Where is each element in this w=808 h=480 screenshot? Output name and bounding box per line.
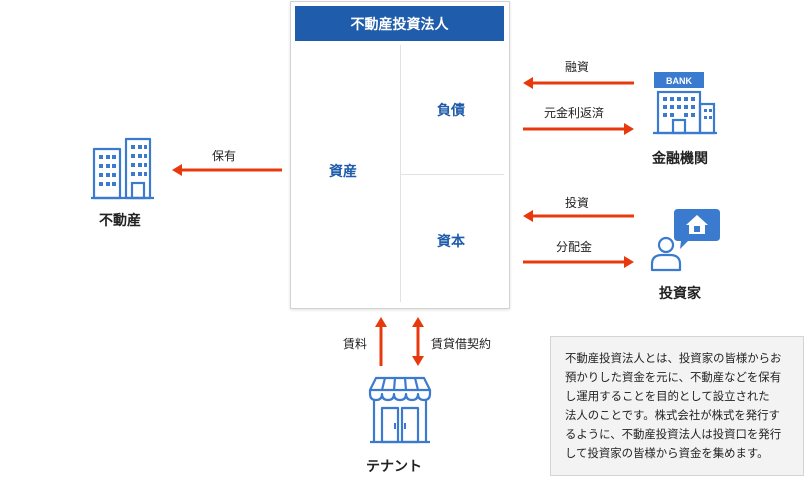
balance-sheet-divider-horizontal [401,174,504,175]
bank-building-icon: BANK [653,72,717,135]
real-estate-label: 不動産 [99,213,141,229]
note-line: して投資家の皆様から資金を集めます。 [565,446,769,460]
balance-sheet-divider-vertical [400,45,401,302]
rent-arrow [375,317,387,366]
investment-corporation-title: 不動産投資法人 [295,6,504,41]
investment-label: 投資 [565,196,590,210]
hold-arrow [172,164,282,176]
note-line: 法人のことです。株式会社が株式を発行す [565,408,780,422]
lease-contract-label: 賃貸借契約 [431,337,492,351]
rent-label: 賃料 [343,337,368,351]
dividend-label: 分配金 [556,240,593,254]
loan-arrow [523,77,634,89]
repayment-label: 元金利返済 [544,106,605,120]
tenant-label: テナント [366,459,422,475]
note-line: るように、不動産投資法人は投資口を発行 [565,427,782,441]
note-line: 不動産投資法人とは、投資家の皆様からお [565,351,782,365]
financial-institution-label: 金融機関 [652,151,708,167]
investor-house-bubble-icon [650,209,720,272]
liabilities-label: 負債 [437,103,465,119]
storefront-icon [368,376,432,444]
investment-arrow [523,210,634,222]
loan-label: 融資 [565,60,590,74]
bank-sign-text: BANK [666,76,692,86]
assets-label: 資産 [329,164,357,180]
lease-contract-arrow [412,317,424,366]
note-line: 預かりした資金を元に、不動産などを保有 [565,370,782,384]
equity-label: 資本 [437,234,465,250]
note-line: し運用することを目的として設立された [565,389,770,403]
investor-label: 投資家 [659,286,701,302]
repayment-arrow [523,123,634,135]
office-buildings-icon [91,137,154,200]
hold-label: 保有 [212,149,237,163]
explanation-note: 不動産投資法人とは、投資家の皆様からお 預かりした資金を元に、不動産などを保有 … [550,336,804,476]
dividend-arrow [523,256,634,268]
